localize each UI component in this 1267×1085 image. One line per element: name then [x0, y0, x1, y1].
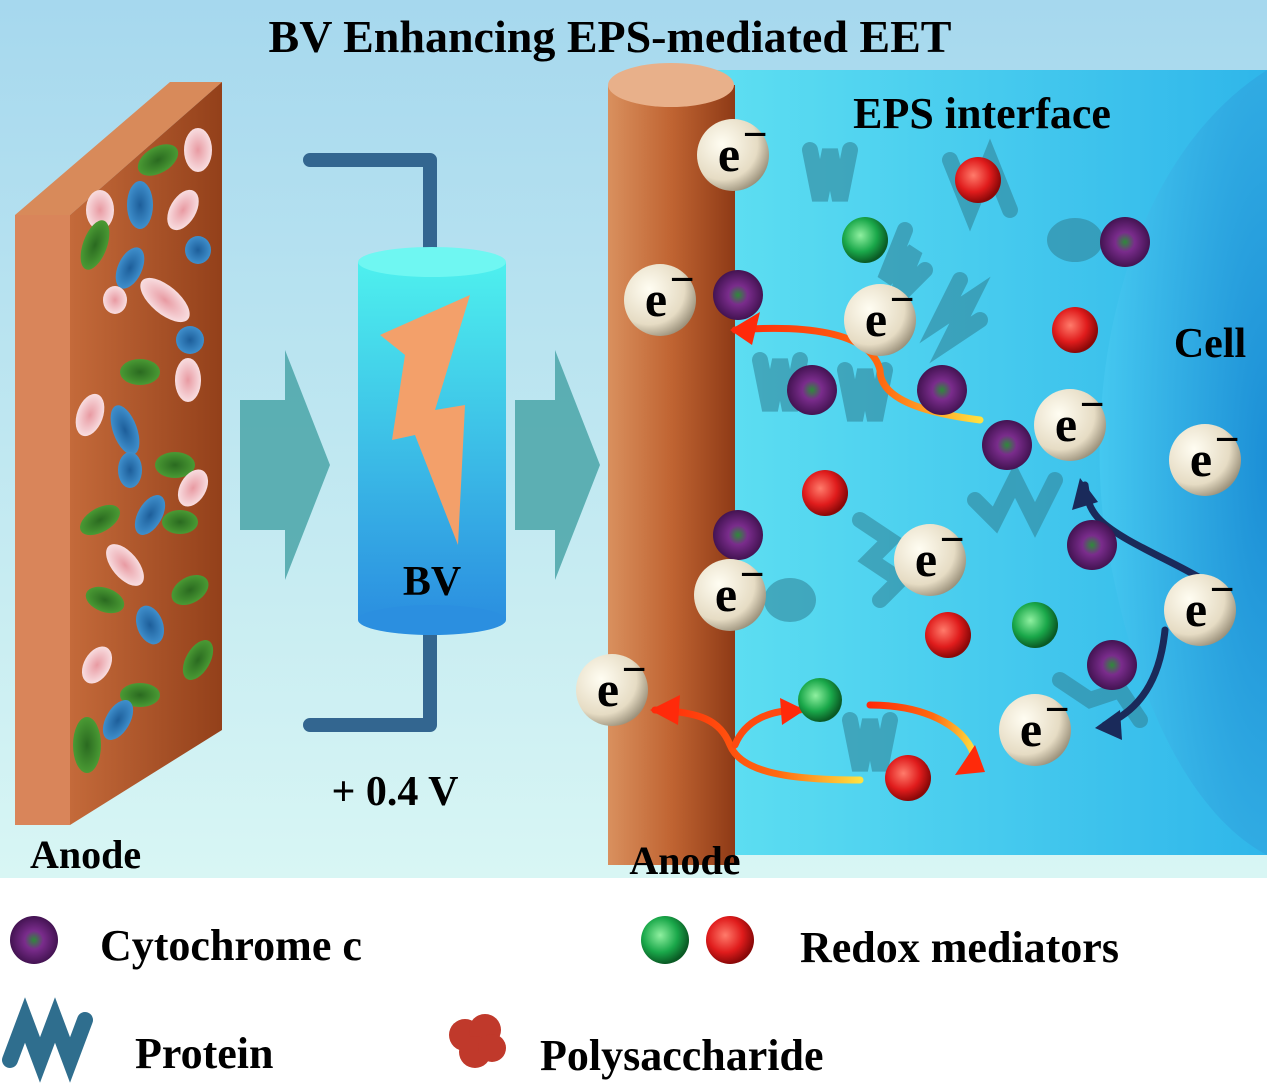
electron-label: e [1055, 396, 1077, 452]
electron-charge: − [1079, 380, 1104, 429]
electron-icon: e− [694, 550, 766, 631]
electron-sphere [624, 264, 696, 336]
eps-interface-label: EPS interface [853, 89, 1111, 138]
electron-label: e [597, 661, 619, 717]
cytochrome-icon [713, 510, 763, 560]
polysaccharide-icon [764, 578, 816, 622]
flow-arrow-icon [240, 350, 330, 580]
bacteria-cells [73, 128, 214, 773]
voltage-label: + 0.4 V [331, 769, 458, 815]
wire-bottom [303, 623, 437, 732]
protein-icon [2, 997, 93, 1083]
electron-charge: − [939, 515, 964, 564]
red-mediator-icon [925, 612, 971, 658]
electron-sphere [694, 559, 766, 631]
electron-icon: e− [576, 645, 648, 726]
electron-label: e [718, 126, 740, 182]
protein-icon [919, 272, 991, 364]
electron-charge: − [889, 275, 914, 324]
cytochrome-icon [1100, 217, 1150, 267]
electron-icon: e− [844, 275, 916, 356]
cytochrome-icon [713, 270, 763, 320]
electron-icon: e− [1034, 380, 1106, 461]
electron-icon: e− [1169, 415, 1241, 496]
electron-icon: e− [697, 110, 769, 191]
red-mediator-icon [955, 157, 1001, 203]
flow-arrow-icon [515, 350, 600, 580]
electron-charge: − [669, 255, 694, 304]
electron-charge: − [739, 550, 764, 599]
electron-sphere [697, 119, 769, 191]
legend-label-polysaccharide: Polysaccharide [540, 1031, 824, 1080]
arrow-to-anode [651, 706, 864, 784]
battery-label: BV [403, 559, 461, 605]
electron-label: e [1190, 431, 1212, 487]
red-mediator-icon [1052, 307, 1098, 353]
electron-icon: e− [1164, 565, 1236, 646]
legend-background [0, 878, 1267, 1085]
cytochrome-icon [787, 365, 837, 415]
redox-mediators [798, 157, 1098, 801]
cytochromes [713, 217, 1150, 690]
legend: Cytochrome c Redox mediators Protein Pol… [2, 916, 1119, 1083]
electron-sphere [999, 694, 1071, 766]
electron-icon: e− [624, 255, 696, 336]
anode-left-label: Anode [30, 832, 141, 877]
green-mediator-icon [1012, 602, 1058, 648]
electron-label: e [865, 291, 887, 347]
electron-label: e [1185, 581, 1207, 637]
lightning-bolt-icon [380, 295, 470, 545]
electron-label: e [915, 531, 937, 587]
electron-sphere [1034, 389, 1106, 461]
electron-sphere [1169, 424, 1241, 496]
green-mediator-icon [842, 217, 888, 263]
protein-icon [967, 462, 1063, 538]
anode-right-label: Anode [629, 838, 740, 883]
polysaccharide-icon [449, 1014, 506, 1068]
electron-label: e [715, 566, 737, 622]
electron-charge: − [621, 645, 646, 694]
electron-charge: − [1214, 415, 1239, 464]
protein-icon [802, 142, 858, 202]
arrow-to-anode [731, 324, 984, 424]
legend-label-cytochrome: Cytochrome c [100, 921, 362, 970]
electron-sphere [576, 654, 648, 726]
electron-sphere [894, 524, 966, 596]
electron-charge: − [1044, 685, 1069, 734]
protein-icon [842, 712, 898, 772]
wire-top [303, 153, 437, 267]
legend-label-protein: Protein [135, 1029, 274, 1078]
protein-icon [852, 512, 913, 608]
anode-plate-left [15, 82, 222, 825]
anode-rod-right [608, 63, 735, 865]
polysaccharide-icon [1047, 218, 1103, 262]
cell-label: Cell [1174, 321, 1246, 367]
cytochrome-icon [982, 420, 1032, 470]
green-mediator-icon [798, 678, 842, 722]
red-mediator-icon [885, 755, 931, 801]
cytochrome-sphere-icon [10, 916, 58, 964]
electrons: e−e−e−e−e−e−e−e−e−e− [576, 110, 1241, 766]
electron-transfer-arrows [650, 312, 1204, 784]
electron-charge: − [1209, 565, 1234, 614]
redox-mediator-red-icon [706, 916, 754, 964]
protein-icon [877, 222, 933, 306]
cytochrome-icon [1087, 640, 1137, 690]
redox-mediator-green-icon [641, 916, 689, 964]
polysaccharide-group [764, 218, 1103, 622]
electron-sphere [1164, 574, 1236, 646]
electron-charge: − [742, 110, 767, 159]
battery: BV [303, 153, 506, 732]
electron-sphere [844, 284, 916, 356]
legend-label-redox: Redox mediators [800, 923, 1119, 972]
cytochrome-icon [917, 365, 967, 415]
electron-label: e [1020, 701, 1042, 757]
protein-icon [837, 362, 893, 422]
electron-label: e [645, 271, 667, 327]
electron-icon: e− [894, 515, 966, 596]
electron-icon: e− [999, 685, 1071, 766]
red-mediator-icon [802, 470, 848, 516]
diagram-title: BV Enhancing EPS-mediated EET [269, 11, 952, 62]
cytochrome-icon [1067, 520, 1117, 570]
